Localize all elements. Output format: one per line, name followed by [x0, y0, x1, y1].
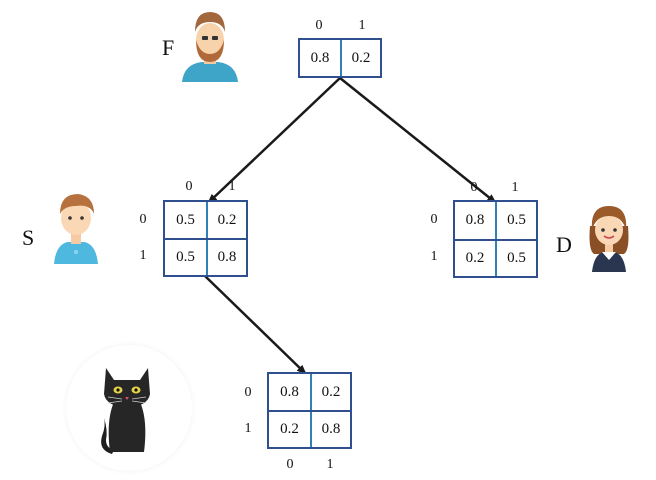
edge-f-to-s — [207, 77, 341, 204]
cpt-d-cell-0-0: 0.8 — [465, 212, 485, 228]
node-s-row-label-0: 0 — [139, 212, 147, 227]
node-s-col-label-1: 1 — [228, 179, 236, 194]
cpt-s-cell-1-0: 0.5 — [176, 249, 195, 265]
node-d-row-label-1: 1 — [430, 249, 438, 264]
cpt-c-cell-0-0: 0.8 — [280, 383, 299, 400]
cpt-c: 0.8 0.2 0.2 0.8 — [267, 372, 352, 449]
node-d-col-label-0: 0 — [470, 180, 478, 195]
black-cat-icon — [101, 368, 150, 454]
node-s-label: S — [22, 225, 35, 250]
cpt-s-cell-0-0: 0.5 — [176, 211, 195, 228]
node-d-col-label-1: 1 — [511, 180, 519, 195]
cpt-s-row-divider — [165, 238, 246, 240]
node-d-row-label-0: 0 — [430, 212, 438, 227]
cpt-d-cell-1-1: 0.5 — [507, 250, 526, 266]
cpt-c-cell-1-0: 0.2 — [280, 421, 299, 437]
cpt-f-cell-1: 0.2 — [351, 49, 371, 66]
node-c-col-label-1: 1 — [326, 457, 334, 472]
cpt-s: 0.5 0.2 0.5 0.8 — [163, 200, 248, 277]
cpt-d: 0.8 0.5 0.2 0.5 — [453, 200, 538, 278]
node-c-row-label-0: 0 — [244, 385, 252, 400]
cpt-f-cell-0: 0.8 — [310, 49, 330, 66]
edge-f-to-d — [339, 77, 497, 204]
cpt-f: 0.8 0.2 — [298, 38, 382, 78]
cpt-d-cell-1-0: 0.2 — [465, 250, 485, 266]
node-d-label: D — [556, 232, 572, 257]
girl-icon — [589, 206, 629, 272]
node-f-col-label-0: 0 — [315, 18, 323, 33]
cpt-c-row-divider — [269, 410, 350, 412]
node-s-row-label-1: 1 — [139, 248, 147, 263]
cpt-c-cell-1-1: 0.8 — [321, 421, 341, 437]
node-f-col-label-1: 1 — [358, 18, 366, 33]
cpt-s-cell-1-1: 0.8 — [217, 249, 237, 265]
bearded-man-icon — [182, 12, 238, 82]
node-f-label: F — [162, 35, 175, 60]
node-s-col-label-0: 0 — [185, 179, 193, 194]
cpt-d-row-divider — [455, 239, 536, 241]
cpt-s-cell-0-1: 0.2 — [217, 211, 237, 228]
node-c-row-label-1: 1 — [244, 421, 252, 436]
boy-icon — [54, 194, 98, 264]
cpt-f-divider — [340, 40, 342, 76]
node-c-col-label-0: 0 — [286, 457, 294, 472]
cpt-d-cell-0-1: 0.5 — [507, 212, 526, 228]
cpt-c-cell-0-1: 0.2 — [321, 383, 341, 400]
edge-s-to-c — [204, 275, 307, 375]
